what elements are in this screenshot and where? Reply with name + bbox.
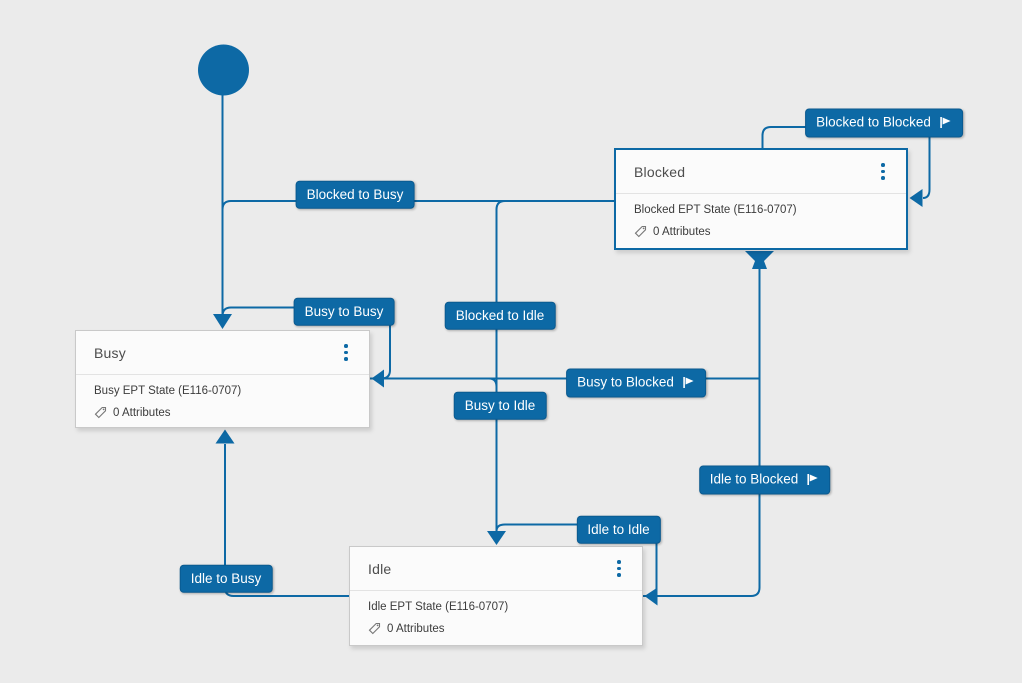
flag-icon (681, 375, 695, 389)
edge-idle-to-blocked[interactable] (643, 587, 761, 597)
attributes-row: 0 Attributes (94, 406, 351, 419)
transition-text: Blocked to Idle (455, 307, 545, 323)
edge-busy-to-blocked[interactable] (370, 251, 774, 588)
transition-label-blocked-to-idle[interactable]: Blocked to Idle (444, 301, 556, 330)
transition-text: Idle to Blocked (709, 471, 799, 487)
state-title: Busy (94, 344, 126, 361)
tag-icon (368, 622, 381, 635)
kebab-menu-icon[interactable] (874, 163, 892, 181)
transition-label-busy-to-idle[interactable]: Busy to Idle (453, 391, 547, 420)
state-node-busy[interactable]: Busy Busy EPT State (E116-0707) 0 Attrib… (75, 330, 370, 428)
flag-icon (938, 115, 952, 129)
edge-blocked-to-busy[interactable] (221, 200, 615, 210)
transition-text: Idle to Busy (190, 570, 262, 586)
transition-label-blocked-to-busy[interactable]: Blocked to Busy (295, 180, 415, 209)
state-title: Blocked (634, 163, 686, 180)
state-title: Idle (368, 560, 392, 577)
transition-text: Blocked to Blocked (816, 114, 931, 130)
tag-icon (94, 406, 107, 419)
kebab-menu-icon[interactable] (610, 560, 628, 578)
transition-text: Busy to Busy (304, 303, 384, 319)
attributes-row: 0 Attributes (368, 622, 624, 635)
kebab-menu-icon[interactable] (337, 344, 355, 362)
transition-label-blocked-to-blocked[interactable]: Blocked to Blocked (805, 108, 963, 137)
state-subtitle: Busy EPT State (E116-0707) (94, 385, 242, 397)
transition-text: Idle to Idle (587, 521, 650, 537)
tag-icon (634, 225, 647, 238)
attributes-count: 0 Attributes (113, 406, 171, 419)
flag-icon (805, 472, 819, 486)
transition-text: Busy to Blocked (577, 374, 674, 390)
attributes-count: 0 Attributes (653, 225, 711, 238)
edge-blocked-to-idle[interactable] (487, 200, 506, 545)
initial-state-node[interactable] (198, 44, 249, 96)
transition-text: Blocked to Busy (306, 186, 404, 202)
transition-label-idle-to-idle[interactable]: Idle to Idle (576, 515, 661, 544)
transition-label-idle-to-busy[interactable]: Idle to Busy (179, 564, 273, 593)
state-node-blocked[interactable]: Blocked Blocked EPT State (E116-0707) 0 … (614, 148, 908, 250)
attributes-count: 0 Attributes (387, 622, 445, 635)
state-subtitle: Blocked EPT State (E116-0707) (634, 204, 797, 216)
state-subtitle: Idle EPT State (E116-0707) (368, 601, 509, 613)
attributes-row: 0 Attributes (634, 225, 888, 238)
transition-label-idle-to-blocked[interactable]: Idle to Blocked (698, 465, 831, 494)
transition-label-busy-to-busy[interactable]: Busy to Busy (293, 297, 395, 326)
state-node-idle[interactable]: Idle Idle EPT State (E116-0707) 0 Attrib… (349, 546, 643, 646)
transition-label-busy-to-blocked[interactable]: Busy to Blocked (566, 368, 706, 397)
transition-text: Busy to Idle (464, 397, 536, 413)
edge-initial-to-busy[interactable] (213, 95, 232, 329)
